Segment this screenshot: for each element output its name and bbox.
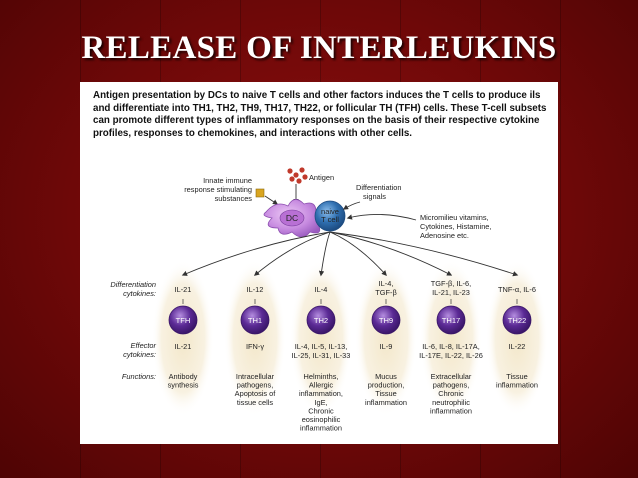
function-text: pathogens, [237,381,274,390]
function-text: synthesis [168,381,199,390]
function-text: inflammation [300,424,342,433]
t-cell-th9 [371,305,401,335]
micromilieu-line-1: Micromilieu vitamins, [420,213,489,222]
diff-signals-line-1: Differentiation [356,183,401,192]
column-glow [152,260,214,416]
column-glow [224,260,286,416]
column-glow [486,260,548,416]
subset-column-th1: IL-12TH1IFN-γIntracellularpathogens,Apop… [235,285,277,407]
arrow-to-th9 [329,231,387,277]
micromilieu-line-2: Cytokines, Histamine, [420,222,491,231]
function-text: Tissue [506,372,528,381]
cell-label-th22: TH22 [508,316,527,325]
figure-panel: Antigen presentation by DCs to naive T c… [80,82,558,444]
effector-cytokine: IL-4, IL-5, IL-13, [295,342,348,351]
differentiation-arrows [181,231,519,277]
function-text: pathogens, [433,381,470,390]
row-label-functions: Functions: [122,372,156,381]
t-cell-tfh [168,305,198,335]
arrow-to-th22 [329,231,519,277]
function-text: Chronic [438,389,464,398]
naive-label-line-1: naive [321,207,339,216]
micromilieu-line-3: Adenosine etc. [420,231,469,240]
effector-cytokine: IL-21 [175,342,192,351]
row-label-effector-1: Effector [131,341,157,350]
function-text: Extracellular [431,372,472,381]
arrow-to-tfh [181,231,331,276]
arrow-to-th2 [318,231,331,277]
function-text: Apoptosis of [235,389,277,398]
function-text: inflammation [430,406,472,415]
t-cell-th17 [436,305,466,335]
t-cell-differentiation-diagram: Antigen Innate immune response stimulati… [110,167,548,433]
t-cell-th1 [240,305,270,335]
dc-label: DC [286,213,298,223]
antigen-cluster [287,167,308,184]
function-text: Intracellular [236,372,275,381]
naive-label-line-2: T cell [321,215,339,224]
cell-label-th9: TH9 [379,316,393,325]
subset-column-th9: IL-4,TGF-βTH9IL-9Mucusproduction,Tissuei… [365,279,407,407]
effector-cytokine: IL-6, IL-8, IL-17A, [422,342,480,351]
effector-cytokine: IL-9 [380,342,393,351]
differentiation-cytokine: IL-12 [247,285,264,294]
innate-label-line-2: response stimulating [184,185,252,194]
t-cell-th22 [502,305,532,335]
naive-t-cell [314,200,346,232]
column-glow [420,260,482,416]
function-text: Mucus [375,372,397,381]
background-stripe [560,0,561,478]
innate-substance-icon [255,188,265,198]
dendritic-cell [263,199,323,238]
function-text: production, [368,381,405,390]
function-text: inflammation [365,398,407,407]
differentiation-cytokine: TGF-β, IL-6, [431,279,471,288]
function-text: Allergic [309,381,334,390]
differentiation-cytokine: IL-4 [315,285,328,294]
innate-label-line-1: Innate immune [203,176,252,185]
column-glow [355,260,417,416]
cell-label-tfh: TFH [176,316,191,325]
function-text: inflammation [496,381,538,390]
function-text: neutrophilic [432,398,470,407]
differentiation-cytokine: IL-21, IL-23 [432,288,470,297]
function-text: inflammation, [299,389,343,398]
effector-cytokine: IL-25, IL-31, IL-33 [292,351,351,360]
row-label-differentiation-2: cytokines: [123,289,156,298]
differentiation-cytokine: IL-21 [175,285,192,294]
row-label-differentiation-1: Differentiation [110,280,156,289]
cell-label-th17: TH17 [442,316,461,325]
diff-signals-line-2: signals [363,192,386,201]
t-cell-th2 [306,305,336,335]
function-text: Chronic [308,406,334,415]
function-text: eosinophilic [302,415,341,424]
antigen-label: Antigen [309,173,334,182]
arrow-to-th1 [253,231,331,276]
arrow-to-th17 [329,231,453,276]
intro-text: Antigen presentation by DCs to naive T c… [93,90,547,140]
differentiation-cytokine: TNF-α, IL-6 [498,285,536,294]
function-text: IgE, [314,398,327,407]
cell-label-th2: TH2 [314,316,328,325]
differentiation-cytokine: IL-4, [379,279,394,288]
innate-label-line-3: substances [215,194,253,203]
function-text: tissue cells [237,398,273,407]
column-glow [290,260,352,416]
effector-cytokine: IFN-γ [246,342,264,351]
differentiation-cytokine: TGF-β [375,288,397,297]
function-text: Antibody [169,372,198,381]
effector-cytokine: IL-22 [509,342,526,351]
function-text: Helminths, [304,372,339,381]
effector-cytokine: IL-17E, IL-22, IL-26 [419,351,483,360]
function-text: Tissue [375,389,397,398]
cell-label-th1: TH1 [248,316,262,325]
row-label-effector-2: cytokines: [123,350,156,359]
slide-title: RELEASE OF INTERLEUKINS [81,30,557,66]
